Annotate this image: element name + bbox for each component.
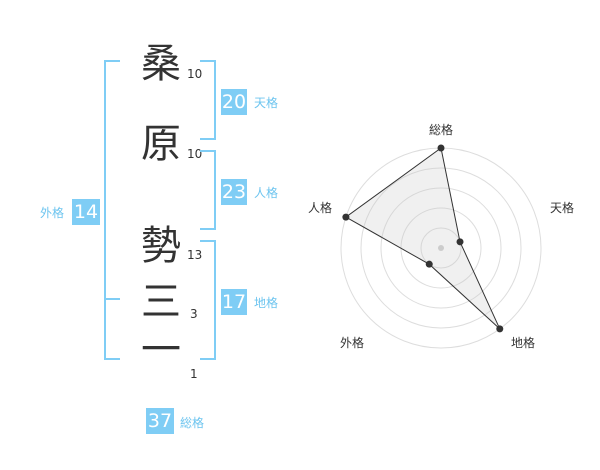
jinkaku-bracket	[200, 150, 216, 230]
radar-axis-label-chikaku: 地格	[511, 335, 535, 350]
radar-axis-label-gaikaku: 外格	[340, 335, 364, 350]
radar-points	[342, 144, 504, 333]
name-char-3: 勢	[141, 223, 181, 269]
gaikaku-bracket	[104, 60, 120, 360]
stroke-count-2: 10	[187, 147, 203, 161]
jinkaku-value: 23	[221, 179, 247, 205]
gaikaku-label: 外格	[40, 206, 65, 220]
tenkaku-bracket	[200, 60, 216, 140]
radar-grid-ring-1	[420, 227, 462, 269]
name-char-5: 一	[141, 327, 181, 373]
radar-point-3	[425, 260, 433, 268]
soukaku-value: 37	[146, 408, 174, 434]
radar-axis-label-tenkaku: 天格	[550, 200, 574, 215]
radar-grid-ring-3	[380, 187, 502, 309]
radar-axis-label-soukaku: 総格	[429, 122, 453, 137]
radar-series-polygon	[344, 147, 501, 330]
jinkaku-label: 人格	[254, 186, 279, 200]
chikaku-label: 地格	[254, 296, 279, 310]
tenkaku-label: 天格	[254, 96, 279, 110]
name-char-4: 三	[141, 279, 181, 325]
stroke-count-4: 3	[190, 307, 198, 321]
tenkaku-value: 20	[221, 89, 247, 115]
name-char-2: 原	[141, 121, 181, 167]
chikaku-bracket	[200, 240, 216, 360]
soukaku-label: 総格	[180, 416, 205, 430]
stroke-count-5: 1	[190, 367, 198, 381]
radar-chart: 総格 天格 地格 外格 人格	[308, 122, 574, 350]
gaikaku-value: 14	[72, 199, 100, 225]
radar-center-dot	[438, 245, 444, 251]
radar-point-0	[437, 144, 445, 152]
gaikaku-bracket-tick	[104, 298, 120, 300]
radar-grid-ring-4	[360, 167, 522, 329]
radar-point-4	[342, 213, 350, 221]
radar-point-2	[496, 325, 504, 333]
stroke-count-3: 13	[187, 248, 203, 262]
radar-point-1	[456, 238, 464, 246]
stroke-count-1: 10	[187, 67, 203, 81]
radar-axis-label-jinkaku: 人格	[308, 200, 332, 215]
chikaku-value: 17	[221, 289, 247, 315]
name-char-1: 桑	[141, 41, 181, 87]
